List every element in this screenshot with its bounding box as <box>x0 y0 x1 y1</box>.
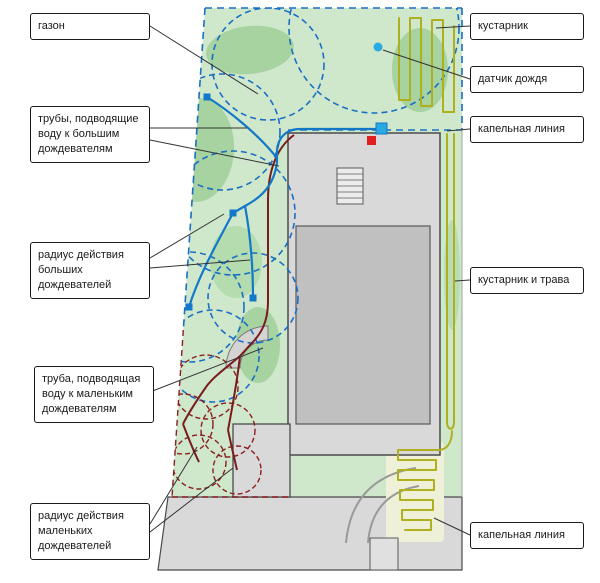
label-small-sprinklers-radius-text: радиус действия маленьких дождевателей <box>38 510 124 552</box>
label-shrub-text: кустарник <box>478 20 528 32</box>
drip-line-bottom-right <box>397 430 453 531</box>
label-drip-line-top: капельная линия <box>470 116 584 143</box>
label-pipe-to-small-sprinklers-text: труба, подводящая воду к маленьким дожде… <box>42 373 141 415</box>
plot-boundary <box>171 7 463 498</box>
label-lawn-text: газон <box>38 20 65 32</box>
label-pipe-to-small-sprinklers: труба, подводящая воду к маленьким дожде… <box>34 366 154 423</box>
label-drip-line-bottom: капельная линия <box>470 522 584 549</box>
sprinkler-head-icon <box>229 209 237 217</box>
label-shrub-and-grass-text: кустарник и трава <box>478 274 570 286</box>
stairs <box>336 167 364 205</box>
drip-line-right <box>446 133 455 430</box>
leader-lines <box>149 25 471 536</box>
drip-line-top-right <box>398 17 455 113</box>
rain-sensor-dot <box>373 42 383 52</box>
label-drip-line-bottom-text: капельная линия <box>478 529 565 541</box>
sprinkler-head-icon <box>185 303 193 311</box>
label-drip-line-top-text: капельная линия <box>478 123 565 135</box>
large-sprinkler-radius-circles <box>172 8 460 403</box>
entrance-steps <box>369 537 399 571</box>
garage <box>232 423 291 498</box>
label-pipes-to-large-sprinklers: трубы, подводящие воду к большим дождева… <box>30 106 150 163</box>
label-shrub: кустарник <box>470 13 584 40</box>
label-large-sprinklers-radius: радиус действия больших дождевателей <box>30 242 150 299</box>
sprinkler-head-icon <box>249 294 257 302</box>
label-small-sprinklers-radius: радиус действия маленьких дождевателей <box>30 503 150 560</box>
house <box>287 132 441 456</box>
label-lawn: газон <box>30 13 150 40</box>
large-sprinkler-heads <box>185 93 257 311</box>
valve-red-square <box>367 136 376 145</box>
sprinkler-head-icon <box>203 93 211 101</box>
drip-lines <box>397 17 455 531</box>
label-rain-sensor-text: датчик дождя <box>478 73 548 85</box>
drip-zone-bottom-right <box>386 442 444 542</box>
blue-supply-pipes <box>187 96 376 308</box>
label-pipes-to-large-sprinklers-text: трубы, подводящие воду к большим дождева… <box>38 113 139 155</box>
small-sprinkler-pipe <box>182 134 295 471</box>
label-large-sprinklers-radius-text: радиус действия больших дождевателей <box>38 249 124 291</box>
label-shrub-and-grass: кустарник и трава <box>470 267 584 294</box>
label-rain-sensor: датчик дождя <box>470 66 584 93</box>
water-connection-point <box>375 122 388 135</box>
inner-building <box>295 225 431 425</box>
